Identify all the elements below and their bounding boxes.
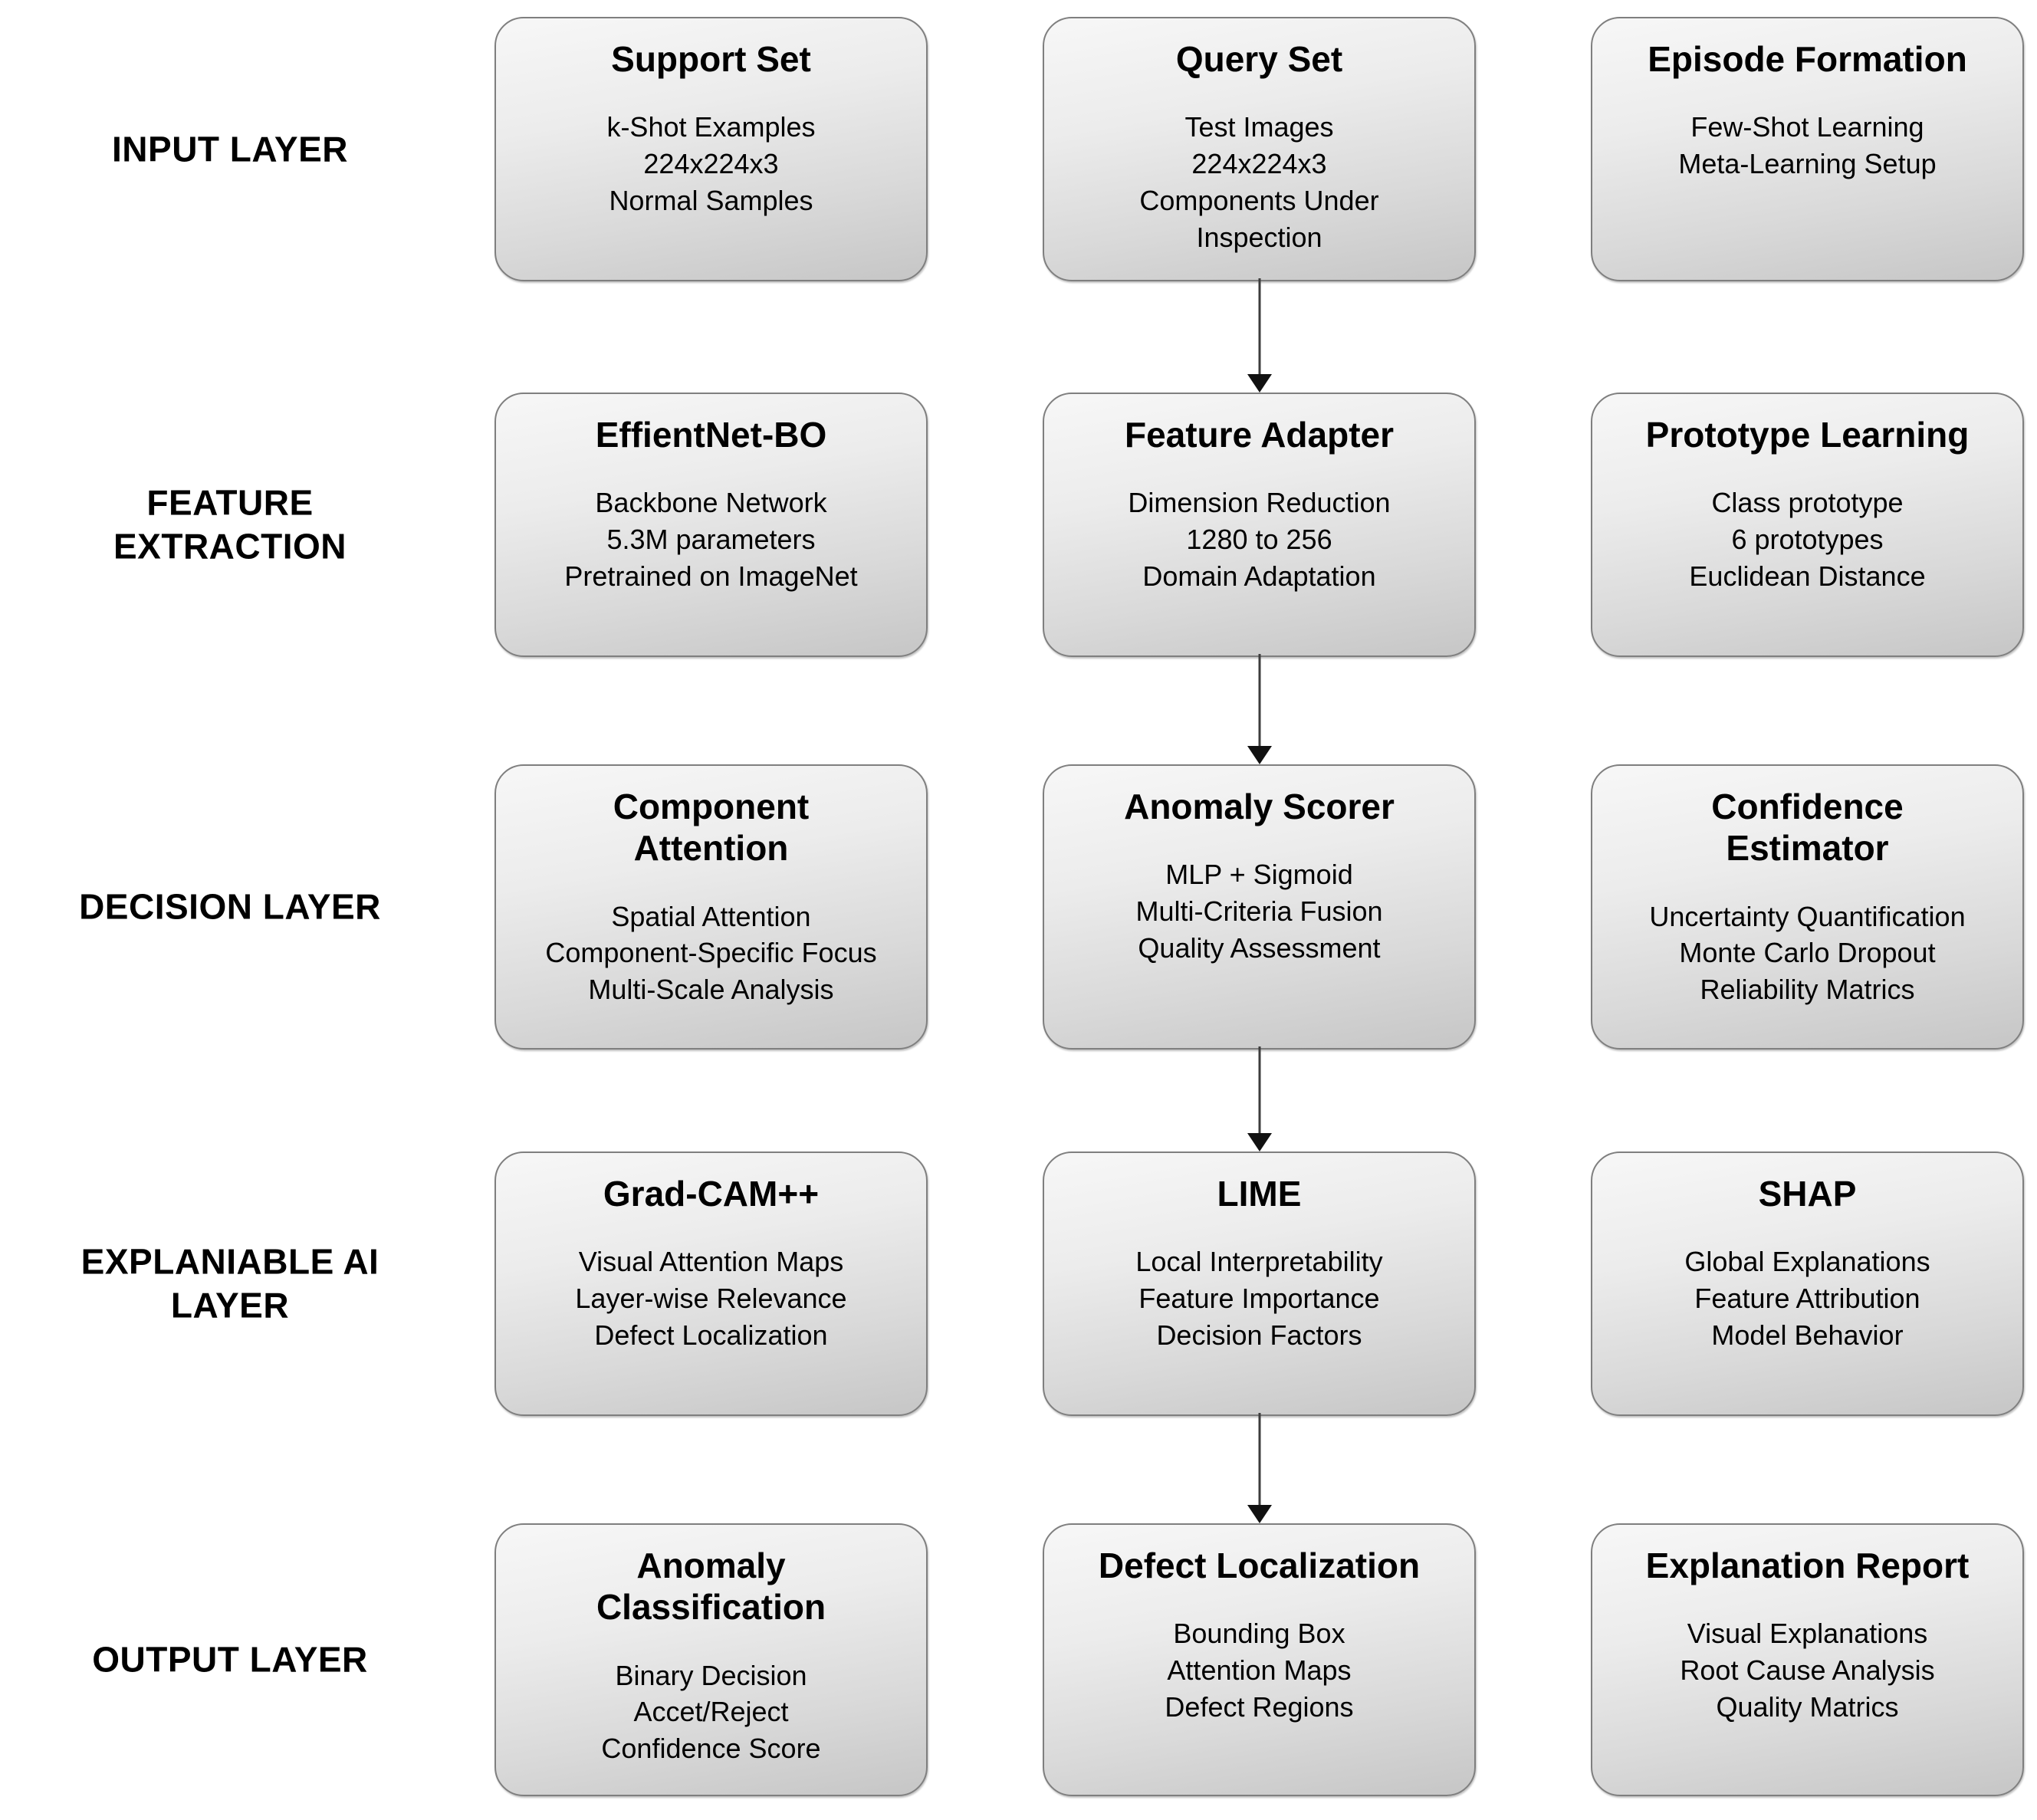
box-prototype-learning: Prototype Learning Class prototype 6 pro… (1591, 393, 2024, 657)
box-body: Uncertainty Quantification Monte Carlo D… (1649, 900, 1966, 1006)
box-title: Prototype Learning (1645, 415, 1970, 455)
box-body: Visual Explanations Root Cause Analysis … (1680, 1618, 1935, 1723)
box-title: Grad-CAM++ (603, 1174, 820, 1214)
box-title: Feature Adapter (1124, 415, 1395, 455)
layer-label-input: INPUT LAYER (112, 128, 348, 169)
box-body: Local Interpretability Feature Importanc… (1135, 1246, 1383, 1352)
box-title: EffientNet-BO (595, 415, 827, 455)
box-title: Component Attention (613, 787, 810, 869)
layer-label-output: OUTPUT LAYER (92, 1639, 368, 1680)
box-title: Anomaly Scorer (1124, 787, 1395, 826)
down-arrow-icon (1247, 1046, 1272, 1151)
row-output-layer: OUTPUT LAYER Anomaly Classification Bina… (0, 1523, 2037, 1796)
box-anomaly-scorer: Anomaly Scorer MLP + Sigmoid Multi-Crite… (1043, 764, 1476, 1050)
row-explaniable-ai-layer: EXPLANIABLE AI LAYER Grad-CAM++ Visual A… (0, 1151, 2037, 1416)
box-title: Episode Formation (1648, 39, 1967, 79)
box-body: Spatial Attention Component-Specific Foc… (545, 900, 877, 1006)
box-anomaly-classification: Anomaly Classification Binary Decision A… (494, 1523, 928, 1796)
layer-label-feature-extraction: FEATURE EXTRACTION (113, 482, 347, 567)
box-body: Global Explanations Feature Attribution … (1684, 1246, 1930, 1352)
box-title: SHAP (1758, 1174, 1857, 1214)
down-arrow-icon (1247, 654, 1272, 764)
layer-label-explaniable-ai: EXPLANIABLE AI LAYER (80, 1241, 379, 1326)
box-lime: LIME Local Interpretability Feature Impo… (1043, 1151, 1476, 1416)
box-body: Class prototype 6 prototypes Euclidean D… (1689, 487, 1926, 593)
row-input-layer: INPUT LAYER Support Set k-Shot Examples … (0, 17, 2037, 281)
box-title: Defect Localization (1098, 1546, 1421, 1585)
down-arrow-icon (1247, 1413, 1272, 1523)
box-grad-cam: Grad-CAM++ Visual Attention Maps Layer-w… (494, 1151, 928, 1416)
connector-row (0, 657, 2037, 764)
box-title: Explanation Report (1645, 1546, 1970, 1585)
box-confidence-estimator: Confidence Estimator Uncertainty Quantif… (1591, 764, 2024, 1050)
connector-row (0, 1050, 2037, 1151)
box-explanation-report: Explanation Report Visual Explanations R… (1591, 1523, 2024, 1796)
box-shap: SHAP Global Explanations Feature Attribu… (1591, 1151, 2024, 1416)
box-body: k-Shot Examples 224x224x3 Normal Samples (606, 111, 816, 217)
box-body: MLP + Sigmoid Multi-Criteria Fusion Qual… (1135, 859, 1383, 964)
box-title: Confidence Estimator (1711, 787, 1904, 869)
box-title: Support Set (611, 39, 811, 79)
box-component-attention: Component Attention Spatial Attention Co… (494, 764, 928, 1050)
box-defect-localization: Defect Localization Bounding Box Attenti… (1043, 1523, 1476, 1796)
connector-row (0, 1416, 2037, 1523)
box-body: Dimension Reduction 1280 to 256 Domain A… (1128, 487, 1391, 593)
row-decision-layer: DECISION LAYER Component Attention Spati… (0, 764, 2037, 1050)
box-support-set: Support Set k-Shot Examples 224x224x3 No… (494, 17, 928, 281)
box-body: Backbone Network 5.3M parameters Pretrai… (564, 487, 858, 593)
box-title: LIME (1217, 1174, 1302, 1214)
box-feature-adapter: Feature Adapter Dimension Reduction 1280… (1043, 393, 1476, 657)
down-arrow-icon (1247, 278, 1272, 393)
box-body: Visual Attention Maps Layer-wise Relevan… (575, 1246, 847, 1352)
box-body: Binary Decision Accet/Reject Confidence … (601, 1659, 821, 1765)
box-query-set: Query Set Test Images 224x224x3 Componen… (1043, 17, 1476, 281)
box-body: Bounding Box Attention Maps Defect Regio… (1165, 1618, 1354, 1723)
box-body: Few-Shot Learning Meta-Learning Setup (1678, 111, 1937, 180)
box-effientnet-bo: EffientNet-BO Backbone Network 5.3M para… (494, 393, 928, 657)
box-episode-formation: Episode Formation Few-Shot Learning Meta… (1591, 17, 2024, 281)
box-title: Query Set (1175, 39, 1343, 79)
box-body: Test Images 224x224x3 Components Under I… (1139, 111, 1379, 253)
row-feature-extraction: FEATURE EXTRACTION EffientNet-BO Backbon… (0, 393, 2037, 657)
connector-row (0, 281, 2037, 393)
box-title: Anomaly Classification (596, 1546, 826, 1628)
layer-label-decision: DECISION LAYER (79, 886, 381, 927)
